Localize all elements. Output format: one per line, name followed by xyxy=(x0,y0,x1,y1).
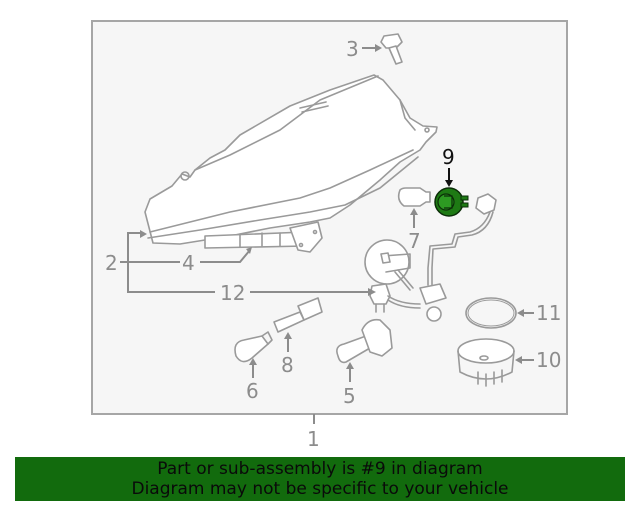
diagram-notice-banner: Part or sub-assembly is #9 in diagram Di… xyxy=(15,457,625,501)
callout-9[interactable]: 9 xyxy=(442,145,455,169)
callout-6[interactable]: 6 xyxy=(246,379,259,403)
leader-lines xyxy=(120,44,534,382)
part-6-bulb[interactable] xyxy=(234,331,273,363)
callout-11[interactable]: 11 xyxy=(536,301,561,325)
callout-7[interactable]: 7 xyxy=(408,229,421,253)
part-5-bulb[interactable] xyxy=(336,318,393,364)
part-10-cap[interactable] xyxy=(457,338,515,387)
leader-9 xyxy=(445,168,453,187)
harness-assembly[interactable] xyxy=(364,193,497,322)
part-9-socket[interactable] xyxy=(434,187,469,217)
callout-1[interactable]: 1 xyxy=(307,427,320,451)
callout-12[interactable]: 12 xyxy=(220,281,245,305)
callout-8[interactable]: 8 xyxy=(281,353,294,377)
banner-line-disclaimer: Diagram may not be specific to your vehi… xyxy=(131,479,509,499)
part-3-bolt[interactable] xyxy=(380,33,403,65)
part-7-bulb[interactable] xyxy=(397,187,431,207)
callout-5[interactable]: 5 xyxy=(343,384,356,408)
banner-line-part: Part or sub-assembly is #9 in diagram xyxy=(157,459,483,479)
part-8-bulb[interactable] xyxy=(273,297,323,333)
callout-2[interactable]: 2 xyxy=(105,251,118,275)
callout-10[interactable]: 10 xyxy=(536,348,561,372)
parts-diagram: 3 2 4 12 7 9 8 6 5 11 10 1 xyxy=(91,20,568,451)
headlamp-housing[interactable] xyxy=(144,74,438,253)
callout-3[interactable]: 3 xyxy=(346,37,359,61)
callout-4[interactable]: 4 xyxy=(182,251,195,275)
part-11-gasket[interactable] xyxy=(465,297,517,329)
